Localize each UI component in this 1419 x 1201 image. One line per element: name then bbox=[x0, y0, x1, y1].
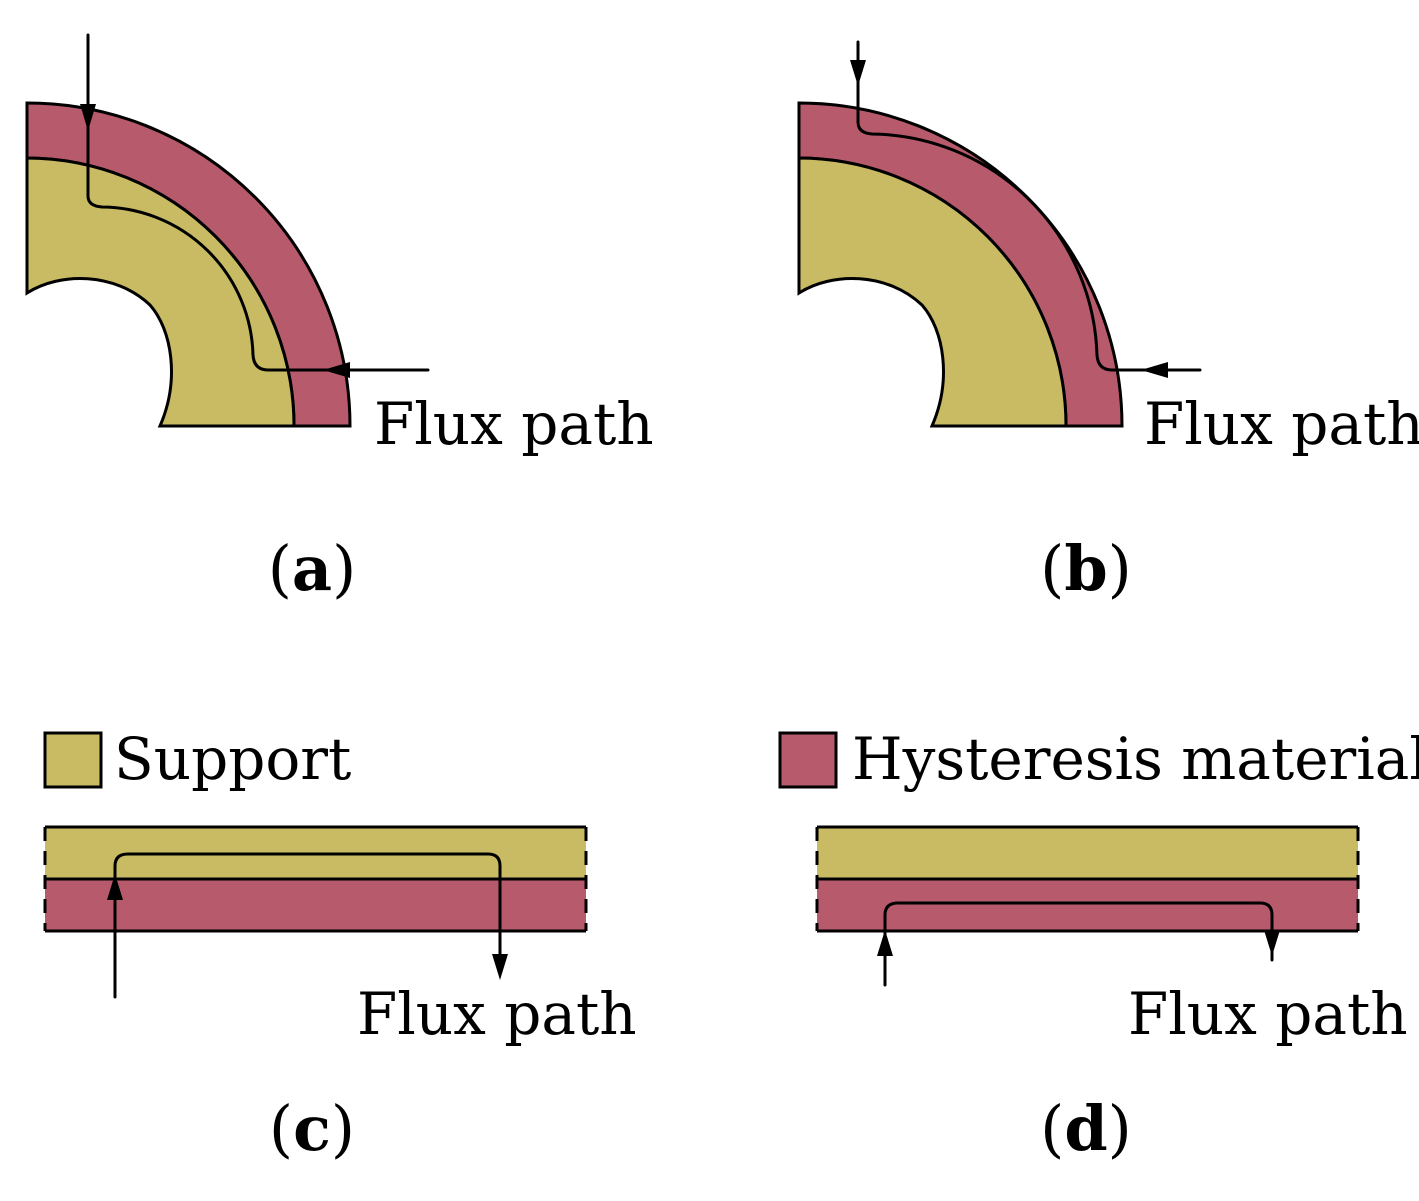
panel-b-support-ring bbox=[797, 156, 1068, 428]
panel-b-entry-arrow bbox=[850, 60, 866, 86]
panel-d-exit-arrow bbox=[1264, 930, 1280, 956]
panel-d-hysteresis-layer bbox=[817, 879, 1358, 931]
panel-a-label: (a) bbox=[268, 532, 357, 605]
panel-c-flux-line bbox=[113, 852, 502, 999]
panel-b: Flux path (b) bbox=[797, 40, 1419, 605]
panel-d-flux-label: Flux path bbox=[1128, 980, 1408, 1048]
panel-a-exit-arrow bbox=[323, 362, 350, 378]
panel-a-support-ring bbox=[25, 156, 296, 428]
panel-b-exit-arrow bbox=[1141, 362, 1168, 378]
panel-c-label: (c) bbox=[269, 1092, 355, 1165]
panel-a-flux-label: Flux path bbox=[374, 390, 654, 458]
legend: Support Hysteresis material bbox=[43, 725, 1419, 793]
panel-d-entry-arrow bbox=[877, 930, 893, 956]
legend-support-swatch bbox=[43, 731, 103, 789]
panel-d-flux-line bbox=[883, 901, 1274, 987]
panel-c: Flux path (c) bbox=[43, 825, 637, 1165]
panel-d-support-layer bbox=[817, 827, 1358, 879]
panel-a-entry-arrow bbox=[80, 104, 96, 131]
legend-hysteresis-label: Hysteresis material bbox=[852, 725, 1419, 793]
panel-a-flux-line bbox=[86, 33, 430, 372]
panel-c-hysteresis-layer bbox=[45, 879, 586, 931]
legend-support-label: Support bbox=[114, 725, 351, 793]
panel-b-label: (b) bbox=[1040, 532, 1132, 605]
panel-c-flux-label: Flux path bbox=[357, 980, 637, 1048]
panel-c-entry-arrow bbox=[107, 874, 123, 900]
panel-b-flux-line bbox=[856, 40, 1202, 372]
panel-d-label: (d) bbox=[1040, 1092, 1132, 1165]
legend-hysteresis-swatch bbox=[778, 731, 838, 789]
panel-b-flux-label: Flux path bbox=[1144, 390, 1419, 458]
panel-d: Flux path (d) bbox=[815, 825, 1408, 1165]
panel-c-exit-arrow bbox=[492, 954, 508, 980]
panel-a: Flux path (a) bbox=[25, 33, 654, 605]
